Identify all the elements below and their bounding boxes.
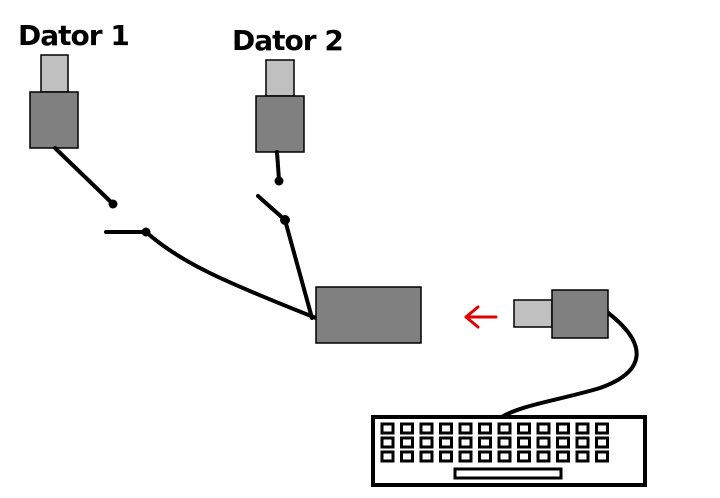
keyboard-key: [478, 422, 492, 435]
computer-2-plug: [255, 59, 305, 153]
contact-dot-3: [274, 176, 284, 186]
keyboard-key: [575, 450, 590, 463]
switch-2-to-device-cable: [283, 218, 314, 320]
keyboard-key: [497, 436, 512, 449]
keyboard-key: [458, 450, 473, 463]
keyboard-plug: [513, 289, 609, 339]
computer-2-cable: [275, 150, 281, 182]
keyboard-key: [478, 450, 492, 463]
keyboard-key: [575, 436, 590, 449]
keyboard-key: [380, 422, 395, 435]
keyboard-cable: [498, 310, 639, 420]
keyboard-key: [595, 422, 609, 435]
keyboard-key: [478, 436, 492, 449]
switch-lever-2: [256, 194, 287, 222]
keyboard-key: [536, 450, 551, 463]
keyboard-key: [517, 450, 531, 463]
keyboard-key: [517, 422, 531, 435]
keyboard-key: [439, 436, 453, 449]
contact-dot-4: [280, 215, 290, 225]
keyboard-key: [419, 450, 434, 463]
arrow-left-icon: [464, 305, 498, 329]
keyboard-key: [458, 436, 473, 449]
cables: [53, 146, 639, 420]
keyboard-key: [400, 436, 414, 449]
keyboard-key: [575, 422, 590, 435]
keyboard-key: [439, 450, 453, 463]
keyboard-key: [517, 436, 531, 449]
keyboard-key: [536, 436, 551, 449]
computer-1-label: Dator 1: [18, 19, 129, 52]
keyboard-key: [400, 450, 414, 463]
keyboard-key: [419, 436, 434, 449]
keyboard-key: [497, 450, 512, 463]
keyboard-key: [536, 422, 551, 435]
keyboard-keys: [380, 422, 609, 463]
keyboard-key: [400, 422, 414, 435]
contact-dot-1: [108, 199, 118, 209]
keyboard-key: [419, 422, 434, 435]
computer-1-plug: [29, 54, 79, 149]
keyboard-key: [556, 436, 570, 449]
keyboard-key: [556, 450, 570, 463]
keyboard-key: [497, 422, 512, 435]
keyboard-key: [556, 422, 570, 435]
keyboard-key: [595, 450, 609, 463]
keyboard-key: [458, 422, 473, 435]
switch-1-to-device-cable: [144, 230, 318, 320]
keyboard-key: [439, 422, 453, 435]
switch-contacts: [108, 176, 290, 237]
computer-1-cable: [53, 146, 115, 206]
keyboard-key: [595, 436, 609, 449]
keyboard-spacebar: [453, 467, 563, 480]
contact-dot-2: [141, 227, 151, 237]
keyboard-key: [380, 450, 395, 463]
switch-device-box: [315, 286, 422, 344]
computer-2-label: Dator 2: [232, 24, 343, 57]
keyboard-icon: [371, 415, 647, 487]
keyboard-key: [380, 436, 395, 449]
